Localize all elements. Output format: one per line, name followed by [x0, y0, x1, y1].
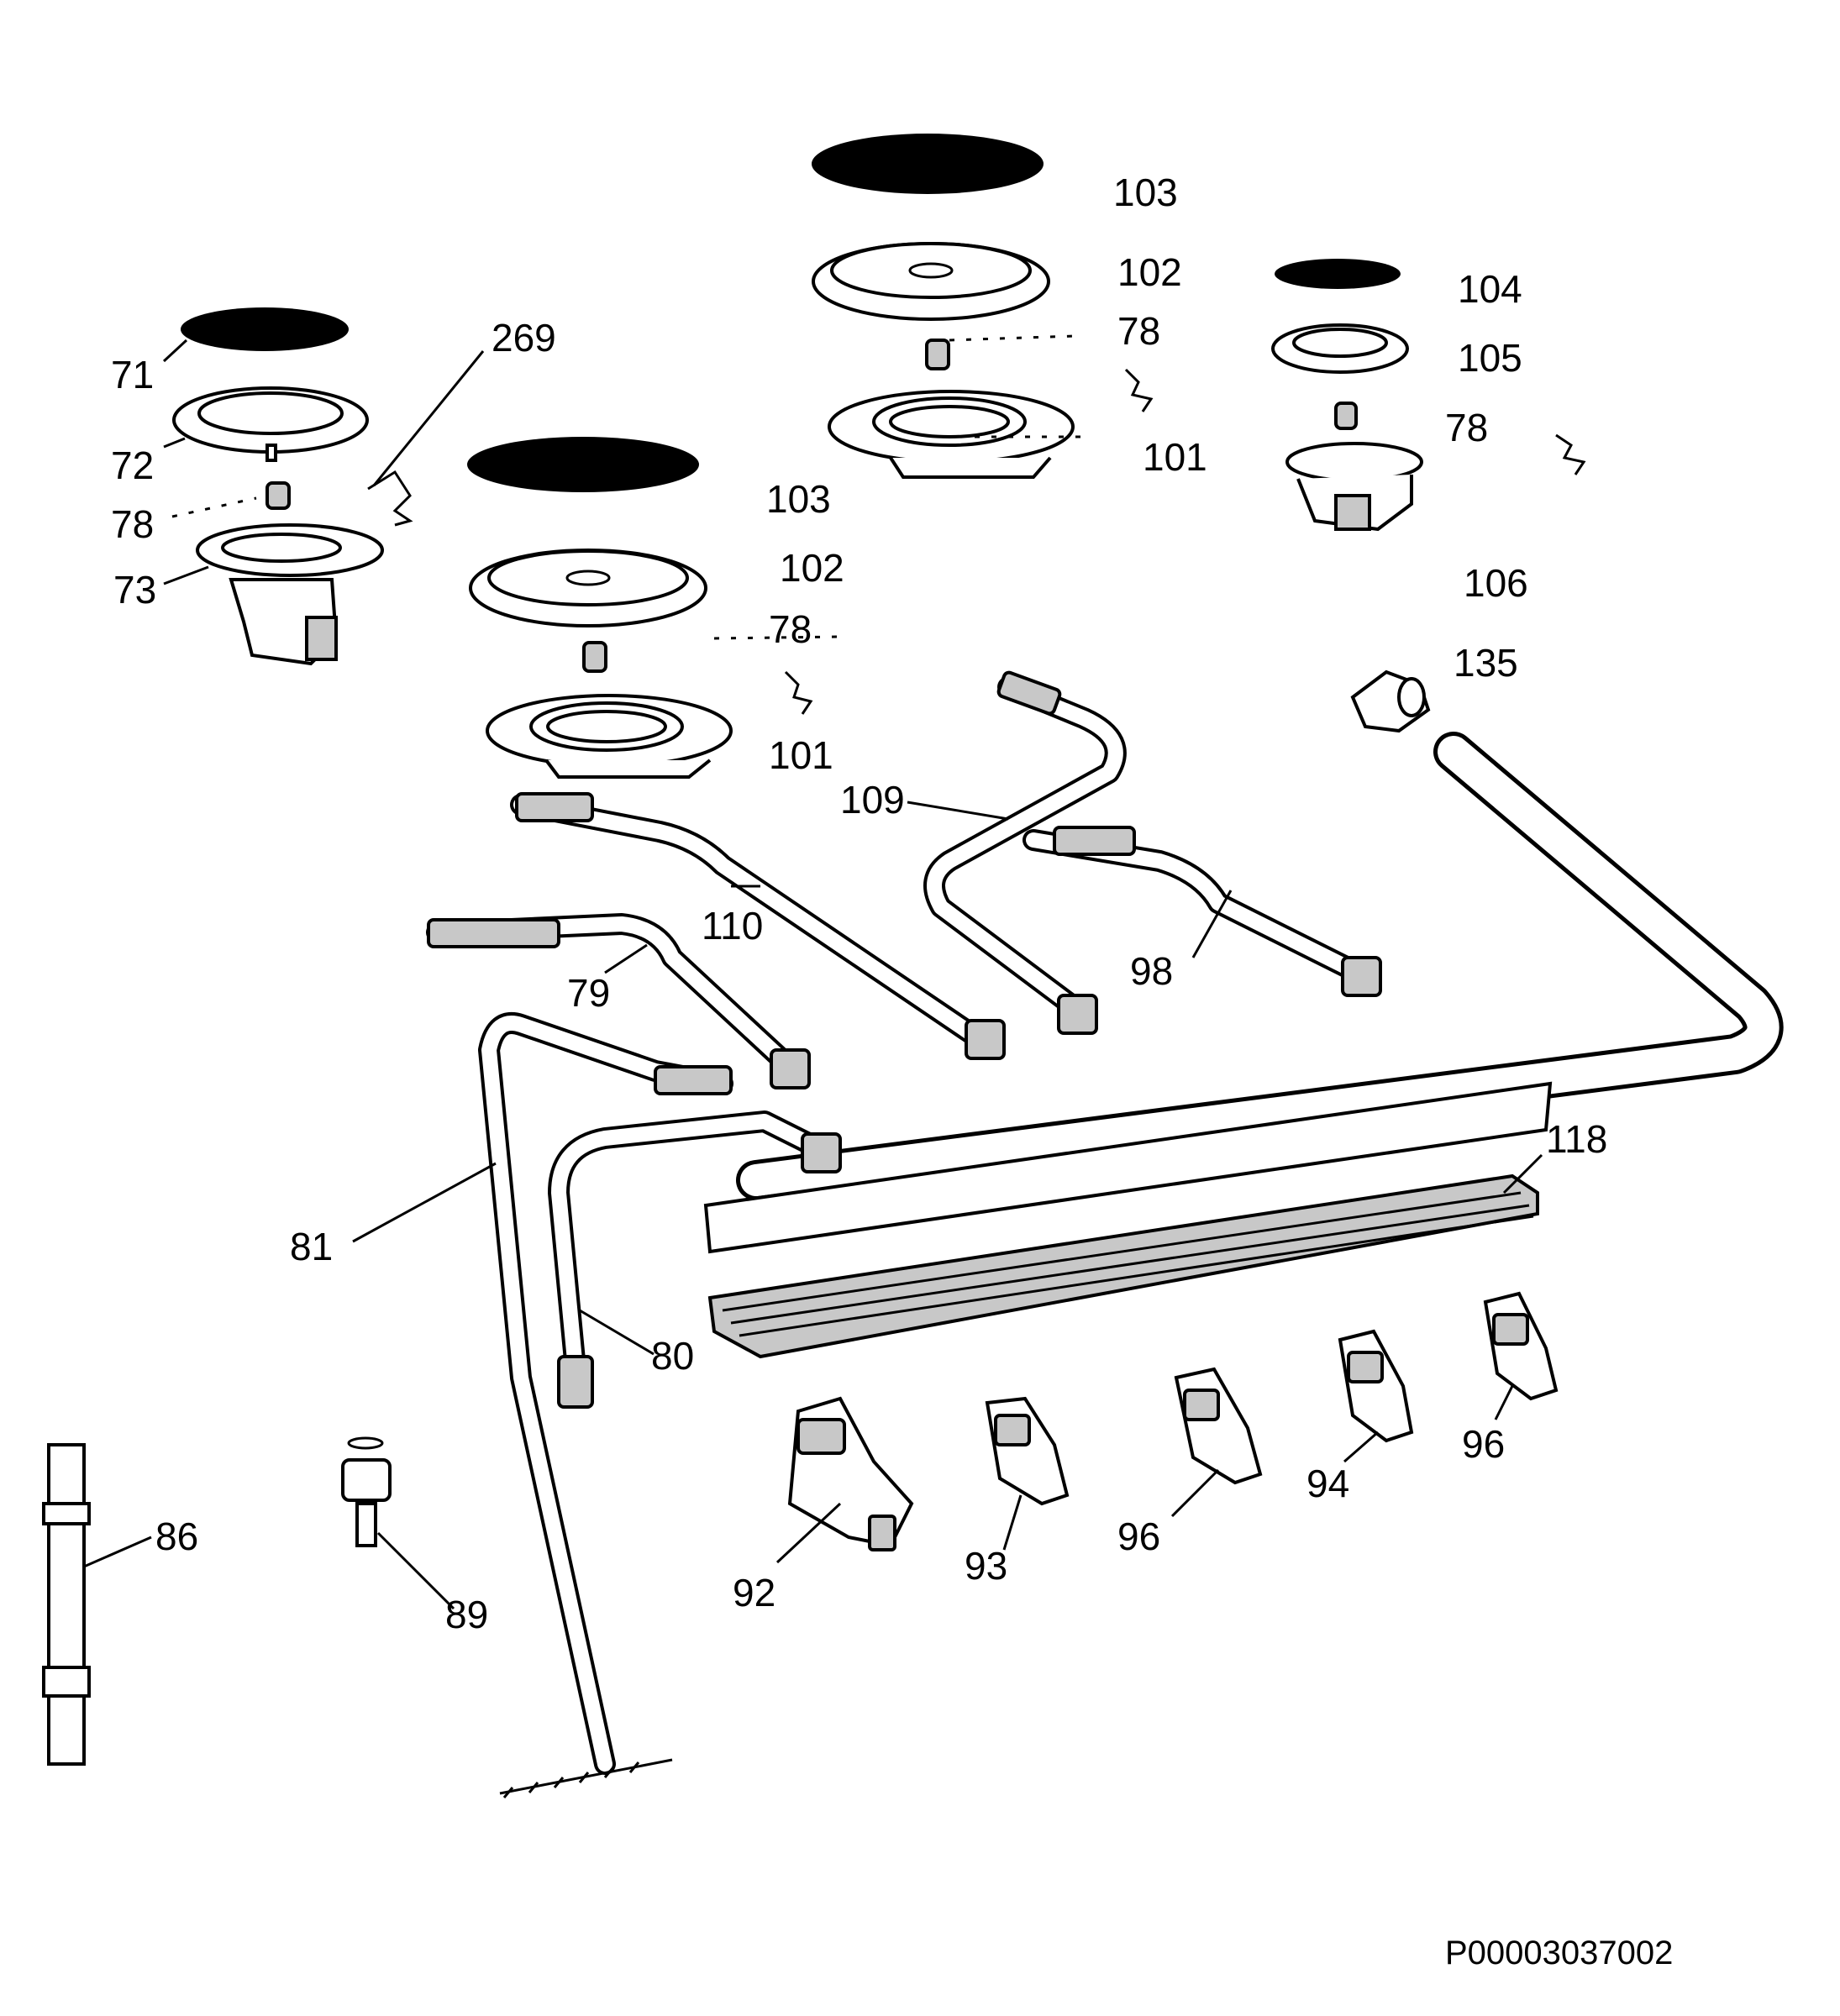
burner-large-centre	[467, 437, 733, 779]
label-135: 135	[1454, 641, 1518, 685]
gas-pipe-81	[478, 1012, 733, 1798]
document-code: P00003037002	[1445, 1935, 1673, 1971]
gas-pipe-109	[923, 670, 1127, 1035]
label-269: 269	[492, 316, 556, 360]
gas-tap-94	[1338, 1329, 1414, 1443]
injector-78-centre	[582, 641, 607, 673]
label-78-right: 78	[1445, 406, 1488, 449]
gas-tap-96-left	[1174, 1367, 1263, 1485]
label-96-right: 96	[1462, 1422, 1505, 1466]
leader-lines	[83, 334, 1543, 1610]
label-93: 93	[965, 1544, 1007, 1588]
gas-pipe-79	[426, 913, 811, 1089]
label-110: 110	[702, 904, 763, 948]
label-73: 73	[113, 568, 156, 612]
label-78-centre: 78	[769, 607, 812, 651]
label-81: 81	[290, 1225, 333, 1268]
burner-cap-103-top	[812, 134, 1044, 194]
mounting-bracket-118	[707, 1173, 1539, 1359]
label-105: 105	[1458, 336, 1522, 380]
burner-cap-103-centre	[467, 437, 699, 492]
label-101-centre: 101	[769, 733, 833, 777]
label-78-left: 78	[111, 502, 154, 546]
label-71: 71	[111, 353, 154, 396]
label-96-left: 96	[1117, 1515, 1160, 1558]
label-104: 104	[1458, 267, 1522, 311]
gas-rail-pipe	[703, 732, 1784, 1254]
label-79: 79	[567, 971, 610, 1015]
label-118: 118	[1546, 1117, 1607, 1161]
gas-pipe-110	[510, 792, 1006, 1060]
spring-clip-top	[1124, 368, 1154, 412]
label-98: 98	[1130, 949, 1173, 993]
label-102-top: 102	[1117, 250, 1182, 294]
burner-cap-104	[1275, 259, 1401, 289]
label-80: 80	[651, 1334, 694, 1378]
label-86: 86	[155, 1515, 198, 1558]
label-102-centre: 102	[780, 546, 844, 590]
injector-78-right	[1334, 402, 1358, 430]
label-101-top: 101	[1143, 435, 1207, 479]
gas-tap-96-right	[1483, 1291, 1559, 1401]
label-78-top: 78	[1117, 309, 1160, 353]
burner-cap-71	[181, 307, 349, 351]
gas-tap-93	[985, 1396, 1070, 1506]
part-labels: 71 72 78 73 269 103 102 78 101 103 102 7…	[111, 171, 1607, 1636]
burner-small-right	[1271, 259, 1423, 532]
burner-large-top	[812, 134, 1075, 479]
label-72: 72	[111, 444, 154, 487]
burner-small-left	[172, 307, 384, 666]
injector-78-left	[265, 481, 291, 510]
burner-base-106	[1285, 442, 1423, 482]
label-94: 94	[1306, 1462, 1349, 1505]
spring-clip-right	[1555, 433, 1586, 475]
gas-tap-92	[787, 1396, 914, 1551]
label-103-centre: 103	[766, 477, 831, 521]
fitting-89	[341, 1436, 392, 1547]
label-92: 92	[733, 1571, 775, 1614]
label-109: 109	[840, 778, 905, 822]
pipe-segment-86	[42, 1443, 91, 1766]
injector-78-top	[925, 339, 950, 370]
gas-pipe-80	[548, 1110, 842, 1409]
label-103-top: 103	[1113, 171, 1178, 214]
gas-pipe-98	[1023, 826, 1382, 997]
elbow-fitting-135	[1350, 669, 1431, 733]
label-89: 89	[445, 1593, 488, 1636]
spring-clip-centre	[784, 670, 813, 715]
clip-269	[367, 470, 413, 527]
label-106: 106	[1464, 561, 1528, 605]
